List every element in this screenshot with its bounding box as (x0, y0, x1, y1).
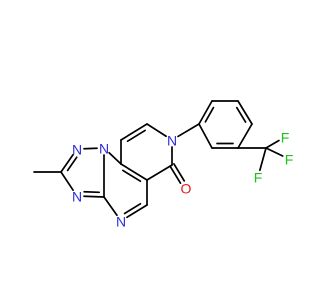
bond-cf-f2 (265, 147, 284, 157)
bond-p6-p1 (198, 123, 213, 149)
bond-c5a-c9a (120, 163, 148, 181)
bond-c6-o (169, 165, 182, 185)
bond-n3-c3a (83, 195, 105, 198)
bond-p1-p2 (198, 100, 213, 125)
atom-n-pyrimidine: N (116, 214, 126, 230)
atom-f-3: F (281, 130, 290, 146)
bond-cf-f3 (265, 139, 280, 149)
bond-p3-p4 (237, 100, 253, 125)
bond-n4-c5 (126, 204, 148, 219)
bond-c2-n1 (60, 153, 74, 173)
atom-f-2: F (285, 152, 294, 168)
bond-c10-c9-inner (126, 129, 146, 143)
bond-c2-n1-inner (66, 156, 78, 172)
bond-c5a-c9a-inner (122, 169, 142, 183)
atom-o-carbonyl: O (181, 181, 192, 197)
bond-c6-c5a (146, 164, 173, 181)
atom-n-triazole-lower: N (72, 189, 82, 205)
atom-n-triazole-upper: N (72, 142, 82, 158)
atom-n-pyridinone: N (167, 133, 177, 149)
bond-c9-n7 (146, 123, 167, 138)
bond-c10-c9 (120, 123, 148, 141)
bond-layer (33, 100, 284, 219)
atom-n-bridgehead: N (99, 141, 109, 157)
bond-n9-c9a (108, 151, 122, 165)
bond-p3-p4-inner (235, 106, 247, 123)
bond-p1-p2-inner (204, 106, 215, 123)
bond-n3-c3a-inner (83, 190, 101, 194)
bond-n4-c5-inner (123, 202, 142, 215)
atom-f-1: F (254, 170, 263, 186)
bond-c2-n3 (60, 171, 74, 192)
bond-cf-f1 (259, 147, 267, 172)
bond-n7-aryl (177, 123, 200, 138)
bond-c6-o-second (173, 163, 186, 182)
bond-p4-p5 (237, 123, 253, 149)
bond-c3a-n4 (103, 196, 118, 217)
